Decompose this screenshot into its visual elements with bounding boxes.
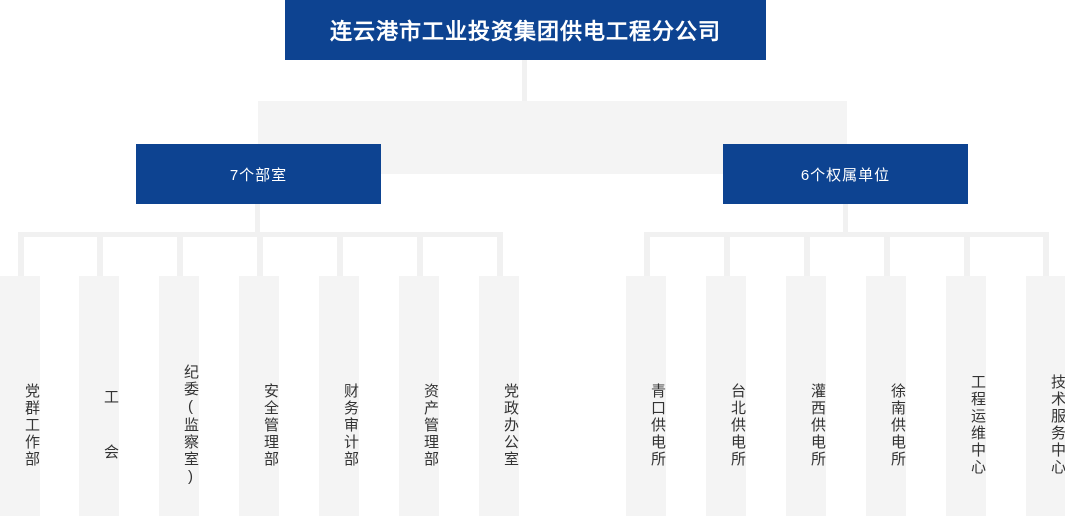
branch-node-departments[interactable]: 7个部室 <box>136 144 381 204</box>
leaf-node-dept-6-label: 资产管理部 <box>422 382 439 468</box>
connector-departments-drop <box>255 204 260 236</box>
leaf-node-unit-6[interactable]: 技术服务中心 <box>1026 276 1065 516</box>
branch-node-departments-label: 7个部室 <box>229 166 288 184</box>
connector-leaf-drop-1 <box>18 232 24 278</box>
connector-leaf-drop-9 <box>724 232 730 278</box>
leaf-node-unit-2[interactable]: 台北供电所 <box>706 276 746 516</box>
connector-leaf-drop-6 <box>417 232 423 278</box>
leaf-node-dept-6[interactable]: 资产管理部 <box>399 276 439 516</box>
leaf-node-unit-4-label: 徐南供电所 <box>889 382 906 468</box>
connector-leaf-drop-2 <box>97 232 103 278</box>
connector-affiliated-drop <box>843 204 848 236</box>
leaf-node-unit-4[interactable]: 徐南供电所 <box>866 276 906 516</box>
branch-node-affiliated-units[interactable]: 6个权属单位 <box>723 144 968 204</box>
leaf-node-dept-5[interactable]: 财务审计部 <box>319 276 359 516</box>
leaf-node-dept-3-label: 纪委(监察室) <box>182 363 199 487</box>
connector-leaf-drop-5 <box>337 232 343 278</box>
leaf-node-unit-2-label: 台北供电所 <box>729 382 746 468</box>
connector-leaf-drop-13 <box>1043 232 1049 278</box>
connector-root-drop <box>522 60 527 102</box>
leaf-node-unit-6-label: 技术服务中心 <box>1049 374 1065 476</box>
connector-leaf-drop-12 <box>964 232 970 278</box>
leaf-node-dept-1[interactable]: 党群工作部 <box>0 276 40 516</box>
leaf-node-dept-4[interactable]: 安全管理部 <box>239 276 279 516</box>
leaf-node-unit-5[interactable]: 工程运维中心 <box>946 276 986 516</box>
leaf-node-unit-1[interactable]: 青口供电所 <box>626 276 666 516</box>
leaf-node-dept-4-label: 安全管理部 <box>262 382 279 468</box>
root-node-label: 连云港市工业投资集团供电工程分公司 <box>329 19 721 44</box>
connector-leaf-drop-7 <box>497 232 503 278</box>
connector-leaf-drop-11 <box>884 232 890 278</box>
connector-leaf-drop-3 <box>177 232 183 278</box>
root-node[interactable]: 连云港市工业投资集团供电工程分公司 <box>285 0 766 60</box>
leaf-node-dept-7[interactable]: 党政办公室 <box>479 276 519 516</box>
leaf-node-unit-5-label: 工程运维中心 <box>969 374 986 476</box>
connector-leaf-drop-10 <box>804 232 810 278</box>
leaf-node-dept-5-label: 财务审计部 <box>342 382 359 468</box>
connector-leaf-drop-4 <box>257 232 263 278</box>
leaf-node-dept-2-label: 工 会 <box>102 389 119 461</box>
leaf-node-dept-2[interactable]: 工 会 <box>79 276 119 516</box>
connector-leaf-drop-8 <box>644 232 650 278</box>
leaf-node-unit-1-label: 青口供电所 <box>649 382 666 468</box>
branch-node-affiliated-units-label: 6个权属单位 <box>800 166 891 184</box>
leaf-node-dept-7-label: 党政办公室 <box>502 382 519 468</box>
leaf-node-unit-3[interactable]: 灌西供电所 <box>786 276 826 516</box>
leaf-node-unit-3-label: 灌西供电所 <box>809 382 826 468</box>
leaf-node-dept-1-label: 党群工作部 <box>23 382 40 468</box>
leaf-node-dept-3[interactable]: 纪委(监察室) <box>159 276 199 516</box>
connector-affiliated-bus <box>644 232 1048 237</box>
